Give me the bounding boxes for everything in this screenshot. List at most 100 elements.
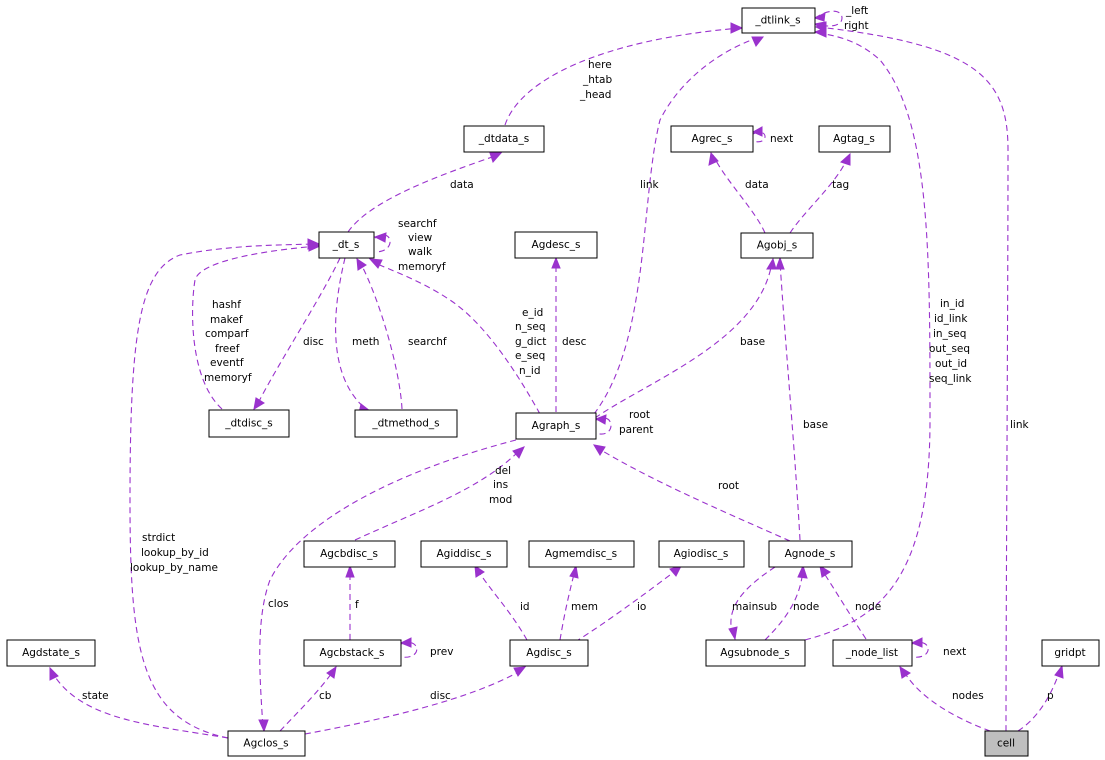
svg-text:Agdstate_s: Agdstate_s: [22, 647, 80, 659]
node-dtdata-s[interactable]: _dtdata_s: [463, 125, 545, 153]
edge-label: _head: [579, 89, 611, 101]
edge-label: desc: [562, 336, 587, 348]
edge-label: memoryf: [398, 261, 446, 273]
node-agtag-s[interactable]: Agtag_s: [818, 125, 891, 153]
svg-text:Agrec_s: Agrec_s: [692, 133, 733, 145]
edge-agnode-agobj: base: [775, 256, 828, 541]
edge-label: g_dict: [515, 336, 546, 348]
edge-label: freef: [215, 343, 240, 355]
edge-agraph-dt: e_id n_seq g_dict e_seq n_id: [368, 258, 546, 415]
node-agcbstack-s[interactable]: Agcbstack_s: [303, 639, 402, 667]
edge-label: memoryf: [204, 372, 252, 384]
svg-text:Agdesc_s: Agdesc_s: [532, 239, 581, 251]
edge-label: state: [82, 690, 109, 702]
node-agraph-s[interactable]: Agraph_s: [515, 412, 597, 440]
svg-text:Agsubnode_s: Agsubnode_s: [720, 647, 790, 659]
edge-label: root: [718, 480, 739, 492]
node-agnode-s[interactable]: Agnode_s: [768, 540, 853, 568]
edge-cell-gridpt: p: [1017, 664, 1064, 732]
edge-label: comparf: [205, 328, 249, 340]
svg-text:cell: cell: [997, 738, 1015, 750]
node-agmemdisc-s[interactable]: Agmemdisc_s: [528, 540, 635, 568]
node-cell[interactable]: cell: [984, 730, 1029, 757]
svg-text:gridpt: gridpt: [1054, 647, 1085, 659]
edge-label: _left: [845, 5, 868, 17]
edge-label: mod: [489, 494, 512, 506]
svg-text:Agdisc_s: Agdisc_s: [526, 647, 571, 659]
edge-label: mem: [571, 601, 598, 613]
edge-label: data: [450, 179, 474, 191]
node-agdisc-s[interactable]: Agdisc_s: [509, 639, 589, 667]
edge-label: data: [745, 179, 769, 191]
edge-label: right: [844, 20, 869, 32]
edge-label: cb: [319, 690, 332, 702]
edge-label: mainsub: [732, 601, 777, 613]
node-agrec-s[interactable]: Agrec_s: [670, 125, 754, 153]
edge-label: strdict: [142, 532, 175, 544]
node-agiddisc-s[interactable]: Agiddisc_s: [420, 540, 508, 568]
edge-agclos-dt: strdict lookup_by_id lookup_by_name: [129, 238, 321, 739]
edge-label: e_seq: [515, 350, 545, 362]
edge-label: node: [855, 601, 881, 613]
svg-text:Agraph_s: Agraph_s: [532, 420, 581, 432]
edge-label: base: [803, 419, 828, 431]
edge-agclos-agdisc: disc: [304, 666, 527, 735]
edge-dtdata-dtlink: here _htab _head: [504, 22, 744, 126]
edge-label: next: [770, 133, 793, 145]
edge-label: searchf: [408, 336, 447, 348]
node-agcbdisc-s[interactable]: Agcbdisc_s: [303, 540, 396, 568]
edge-agdisc-agiddisc: id: [474, 565, 530, 641]
node-dt-s[interactable]: _dt_s: [318, 231, 375, 259]
edge-label: meth: [352, 336, 379, 348]
edge-label: n_id: [519, 365, 541, 377]
edge-agcbstack-agcbdisc: f: [345, 564, 359, 640]
node-agiodisc-s[interactable]: Agiodisc_s: [658, 540, 745, 568]
edge-label: out_seq: [929, 343, 970, 355]
edge-nodelist-self: next: [910, 637, 966, 658]
node-agdesc-s[interactable]: Agdesc_s: [514, 231, 598, 259]
edge-label: ins: [493, 479, 508, 491]
node-agdstate-s[interactable]: Agdstate_s: [6, 639, 96, 667]
edge-label: hashf: [212, 299, 241, 311]
edge-agobj-agrec: data: [708, 151, 769, 234]
edge-agnode-agraph: root: [593, 444, 791, 542]
edge-label: lookup_by_id: [141, 547, 209, 559]
edge-agraph-agclos: clos: [258, 439, 517, 733]
edge-agnode-agsubnode: mainsub: [728, 566, 777, 641]
edge-label: disc: [303, 336, 324, 348]
edge-agraph-agobj: base: [594, 257, 777, 419]
node-dtdisc-s[interactable]: _dtdisc_s: [208, 409, 290, 438]
edge-label: here: [588, 59, 612, 71]
node-gridpt[interactable]: gridpt: [1041, 639, 1100, 667]
node-dtlink-s[interactable]: _dtlink_s: [741, 7, 816, 34]
node-dtmethod-s[interactable]: _dtmethod_s: [354, 409, 458, 438]
edge-dt-dtdata: data: [347, 152, 503, 233]
edge-dtmethod-dt: searchf: [356, 258, 447, 410]
edge-label: p: [1047, 690, 1054, 702]
edge-label: view: [408, 232, 433, 244]
edge-label: eventf: [210, 357, 244, 369]
edge-label: prev: [430, 646, 453, 658]
edge-label: f: [355, 599, 359, 611]
node-node-list[interactable]: _node_list: [832, 639, 913, 667]
edge-label: seq_link: [929, 373, 972, 385]
node-agobj-s[interactable]: Agobj_s: [740, 232, 814, 259]
edge-agclos-agcbstack: cb: [279, 665, 337, 732]
edge-agrec-self: next: [751, 126, 793, 145]
svg-text:_dt_s: _dt_s: [332, 239, 360, 251]
edge-dt-dtdisc: disc: [253, 257, 341, 410]
node-agsubnode-s[interactable]: Agsubnode_s: [705, 639, 806, 667]
svg-text:_dtdata_s: _dtdata_s: [478, 133, 529, 145]
edge-label: disc: [430, 690, 451, 702]
edge-dt-dtmethod: meth: [335, 257, 379, 414]
node-agclos-s[interactable]: Agclos_s: [227, 730, 306, 757]
edge-agcbdisc-agraph: del ins mod: [354, 446, 525, 541]
svg-text:Agtag_s: Agtag_s: [833, 133, 875, 145]
edge-label: root: [629, 409, 650, 421]
edge-label: _htab: [582, 74, 612, 86]
edge-label: id_link: [934, 313, 968, 325]
svg-text:_dtdisc_s: _dtdisc_s: [224, 418, 273, 430]
edge-label: in_seq: [933, 328, 966, 340]
edge-label: nodes: [952, 690, 984, 702]
